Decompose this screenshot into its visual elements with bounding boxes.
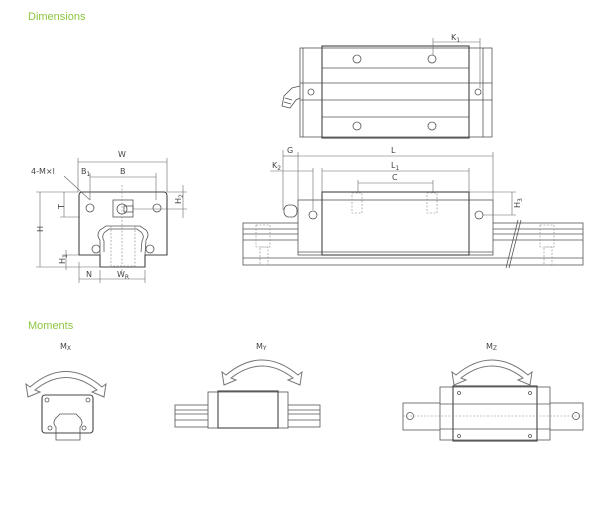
dim-label-w: W [118, 150, 126, 159]
dim-label-k2: K2 [272, 161, 281, 172]
dim-label-h1: H1 [58, 254, 69, 264]
dim-label-l1: L1 [391, 161, 399, 172]
moment-label-mx: MX [60, 342, 71, 352]
dim-label-h: H [36, 226, 45, 232]
dim-label-thread: 4-M×l [31, 167, 55, 176]
moment-mz: MZ [402, 342, 584, 442]
dim-label-l: L [391, 146, 396, 155]
grease-nipple-icon [283, 204, 298, 218]
dim-label-h2: H2 [174, 194, 185, 204]
moment-label-my: MY [256, 342, 267, 352]
moment-my: MY [174, 342, 321, 429]
dim-label-g: G [287, 146, 293, 155]
moments-heading: Moments [28, 320, 74, 332]
rotation-arrow-icon [451, 359, 533, 386]
front-view: W B1 B 4-M×l H T H1 H2 N WR [31, 150, 187, 283]
side-view: G L K2 L1 C H3 [242, 146, 584, 269]
top-view: K1 [281, 33, 493, 139]
moment-label-mz: MZ [486, 342, 497, 352]
moment-mx: MX [25, 342, 107, 441]
grease-nipple-icon [281, 85, 301, 109]
bolt-hole-icon [85, 203, 162, 254]
dim-label-h3: H3 [513, 198, 524, 208]
dim-label-c: C [392, 173, 398, 182]
dim-label-wr: WR [117, 270, 129, 281]
dim-label-k1: K1 [451, 33, 460, 44]
dim-label-b1: B1 [81, 167, 91, 178]
dimensions-heading: Dimensions [28, 11, 86, 23]
dim-label-n: N [86, 270, 92, 279]
dim-label-t: T [57, 204, 66, 210]
rotation-arrow-icon [221, 359, 303, 386]
mounting-hole-icon [307, 54, 482, 131]
dim-label-b: B [120, 167, 126, 176]
rotation-arrow-icon [25, 371, 107, 398]
